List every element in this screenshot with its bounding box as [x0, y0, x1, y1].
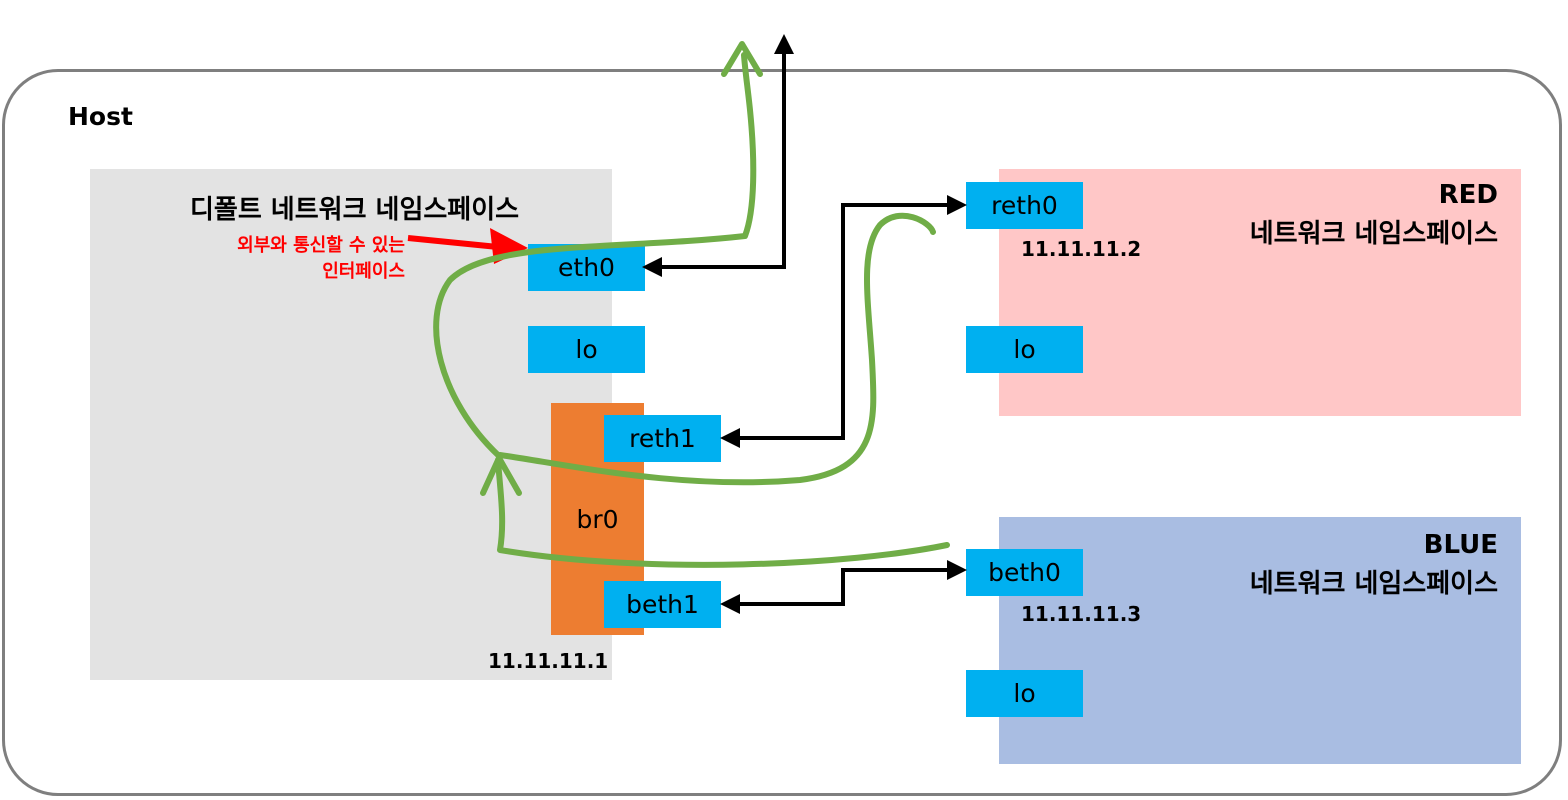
red-namespace-name: RED [1438, 180, 1498, 210]
blue-namespace-ip: 11.11.11.3 [1021, 602, 1142, 626]
interface-reth1: reth1 [604, 415, 721, 462]
interface-lo-red: lo [966, 326, 1083, 373]
default-namespace-ip: 11.11.11.1 [488, 649, 609, 673]
blue-namespace-title: 네트워크 네임스페이스 [1249, 569, 1498, 599]
default-namespace-title: 디폴트 네트워크 네임스페이스 [190, 195, 520, 225]
bridge-label: br0 [576, 505, 619, 534]
interface-reth0: reth0 [966, 182, 1083, 229]
interface-lo-default: lo [528, 326, 645, 373]
interface-beth1: beth1 [604, 581, 721, 628]
interface-lo-blue: lo [966, 670, 1083, 717]
external-interface-note: 외부와 통신할 수 있는 인터페이스 [150, 233, 405, 285]
red-namespace [999, 169, 1521, 416]
host-label: Host [68, 102, 133, 131]
interface-beth0: beth0 [966, 549, 1083, 596]
red-namespace-title: 네트워크 네임스페이스 [1249, 219, 1498, 249]
interface-eth0: eth0 [528, 244, 645, 291]
note-line-1: 외부와 통신할 수 있는 [237, 235, 405, 256]
blue-namespace [999, 517, 1521, 764]
blue-namespace-name: BLUE [1423, 530, 1498, 560]
red-namespace-ip: 11.11.11.2 [1021, 237, 1142, 261]
note-line-2: 인터페이스 [322, 261, 405, 282]
